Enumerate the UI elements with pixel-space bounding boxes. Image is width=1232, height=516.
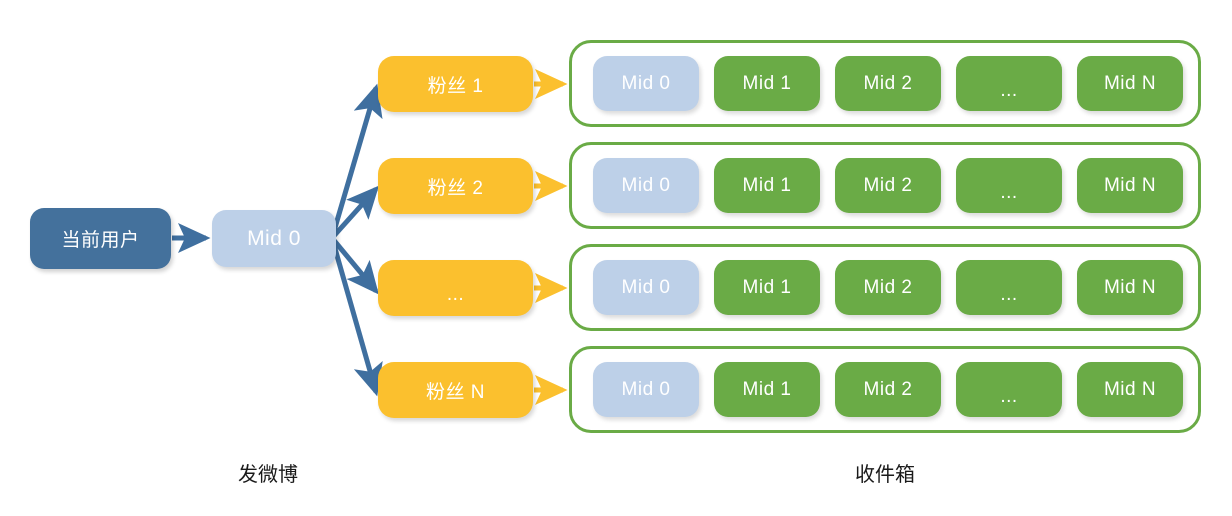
inbox-row-3: Mid 0 Mid 1 Mid 2 ... Mid N — [569, 244, 1201, 331]
inbox-pill-label: ... — [1000, 283, 1018, 305]
inbox-pill-label: Mid 2 — [863, 378, 913, 400]
fan-label-1: 粉丝 1 — [427, 75, 484, 97]
inbox-pill-4-4[interactable]: ... — [956, 362, 1062, 417]
inbox-pill-label: Mid 2 — [863, 174, 913, 196]
inbox-row-1: Mid 0 Mid 1 Mid 2 ... Mid N — [569, 40, 1201, 127]
inbox-pill-label: ... — [1000, 385, 1018, 407]
inbox-pill-4-2[interactable]: Mid 1 — [714, 362, 820, 417]
inbox-pill-3-1[interactable]: Mid 0 — [593, 260, 699, 315]
inbox-pill-label: Mid 0 — [621, 174, 671, 196]
inbox-pill-4-1[interactable]: Mid 0 — [593, 362, 699, 417]
inbox-pill-label: Mid 2 — [863, 72, 913, 94]
inbox-pill-label: Mid 1 — [742, 72, 792, 94]
fan-node-2[interactable]: 粉丝 2 — [378, 158, 533, 214]
inbox-row-4: Mid 0 Mid 1 Mid 2 ... Mid N — [569, 346, 1201, 433]
inbox-pill-4-5[interactable]: Mid N — [1077, 362, 1183, 417]
fan-label-3: ... — [446, 284, 465, 306]
inbox-pill-3-4[interactable]: ... — [956, 260, 1062, 315]
arrow-mid-to-fan-1 — [329, 83, 383, 239]
inbox-pill-label: Mid N — [1103, 276, 1157, 298]
inbox-pill-1-2[interactable]: Mid 1 — [714, 56, 820, 111]
source-mid-label: Mid 0 — [247, 226, 301, 250]
inbox-pill-label: ... — [1000, 181, 1018, 203]
inbox-pill-4-3[interactable]: Mid 2 — [835, 362, 941, 417]
caption-inbox: 收件箱 — [855, 462, 915, 486]
inbox-pill-3-5[interactable]: Mid N — [1077, 260, 1183, 315]
inbox-pill-1-4[interactable]: ... — [956, 56, 1062, 111]
fan-node-4[interactable]: 粉丝 N — [378, 362, 533, 418]
arrow-mid-to-fan-4 — [329, 237, 383, 397]
inbox-pill-2-2[interactable]: Mid 1 — [714, 158, 820, 213]
inbox-pill-label: Mid N — [1103, 174, 1157, 196]
fan-label-4: 粉丝 N — [425, 381, 485, 403]
inbox-pill-1-1[interactable]: Mid 0 — [593, 56, 699, 111]
fan-label-2: 粉丝 2 — [427, 177, 484, 199]
inbox-pill-label: Mid 2 — [863, 276, 913, 298]
inbox-pill-1-5[interactable]: Mid N — [1077, 56, 1183, 111]
inbox-pill-2-3[interactable]: Mid 2 — [835, 158, 941, 213]
fan-node-3[interactable]: ... — [378, 260, 533, 316]
inbox-pill-3-3[interactable]: Mid 2 — [835, 260, 941, 315]
source-mid-node[interactable]: Mid 0 — [212, 210, 336, 267]
inbox-pill-1-3[interactable]: Mid 2 — [835, 56, 941, 111]
inbox-pill-label: Mid 0 — [621, 72, 671, 94]
caption-post-weibo: 发微博 — [238, 462, 298, 486]
inbox-pill-2-5[interactable]: Mid N — [1077, 158, 1183, 213]
inbox-pill-label: ... — [1000, 79, 1018, 101]
current-user-node[interactable]: 当前用户 — [30, 208, 171, 269]
inbox-pill-label: Mid 1 — [742, 276, 792, 298]
inbox-pill-2-1[interactable]: Mid 0 — [593, 158, 699, 213]
inbox-pill-label: Mid N — [1103, 378, 1157, 400]
inbox-pill-3-2[interactable]: Mid 1 — [714, 260, 820, 315]
arrow-mid-to-fan-3 — [330, 236, 379, 295]
inbox-pill-label: Mid 0 — [621, 276, 671, 298]
inbox-pill-label: Mid 1 — [742, 174, 792, 196]
inbox-pill-2-4[interactable]: ... — [956, 158, 1062, 213]
inbox-pill-label: Mid N — [1103, 72, 1157, 94]
inbox-pill-label: Mid 0 — [621, 378, 671, 400]
current-user-label: 当前用户 — [61, 230, 140, 251]
inbox-pill-label: Mid 1 — [742, 378, 792, 400]
arrow-mid-to-fan-2 — [330, 185, 380, 240]
fan-node-1[interactable]: 粉丝 1 — [378, 56, 533, 112]
inbox-row-2: Mid 0 Mid 1 Mid 2 ... Mid N — [569, 142, 1201, 229]
